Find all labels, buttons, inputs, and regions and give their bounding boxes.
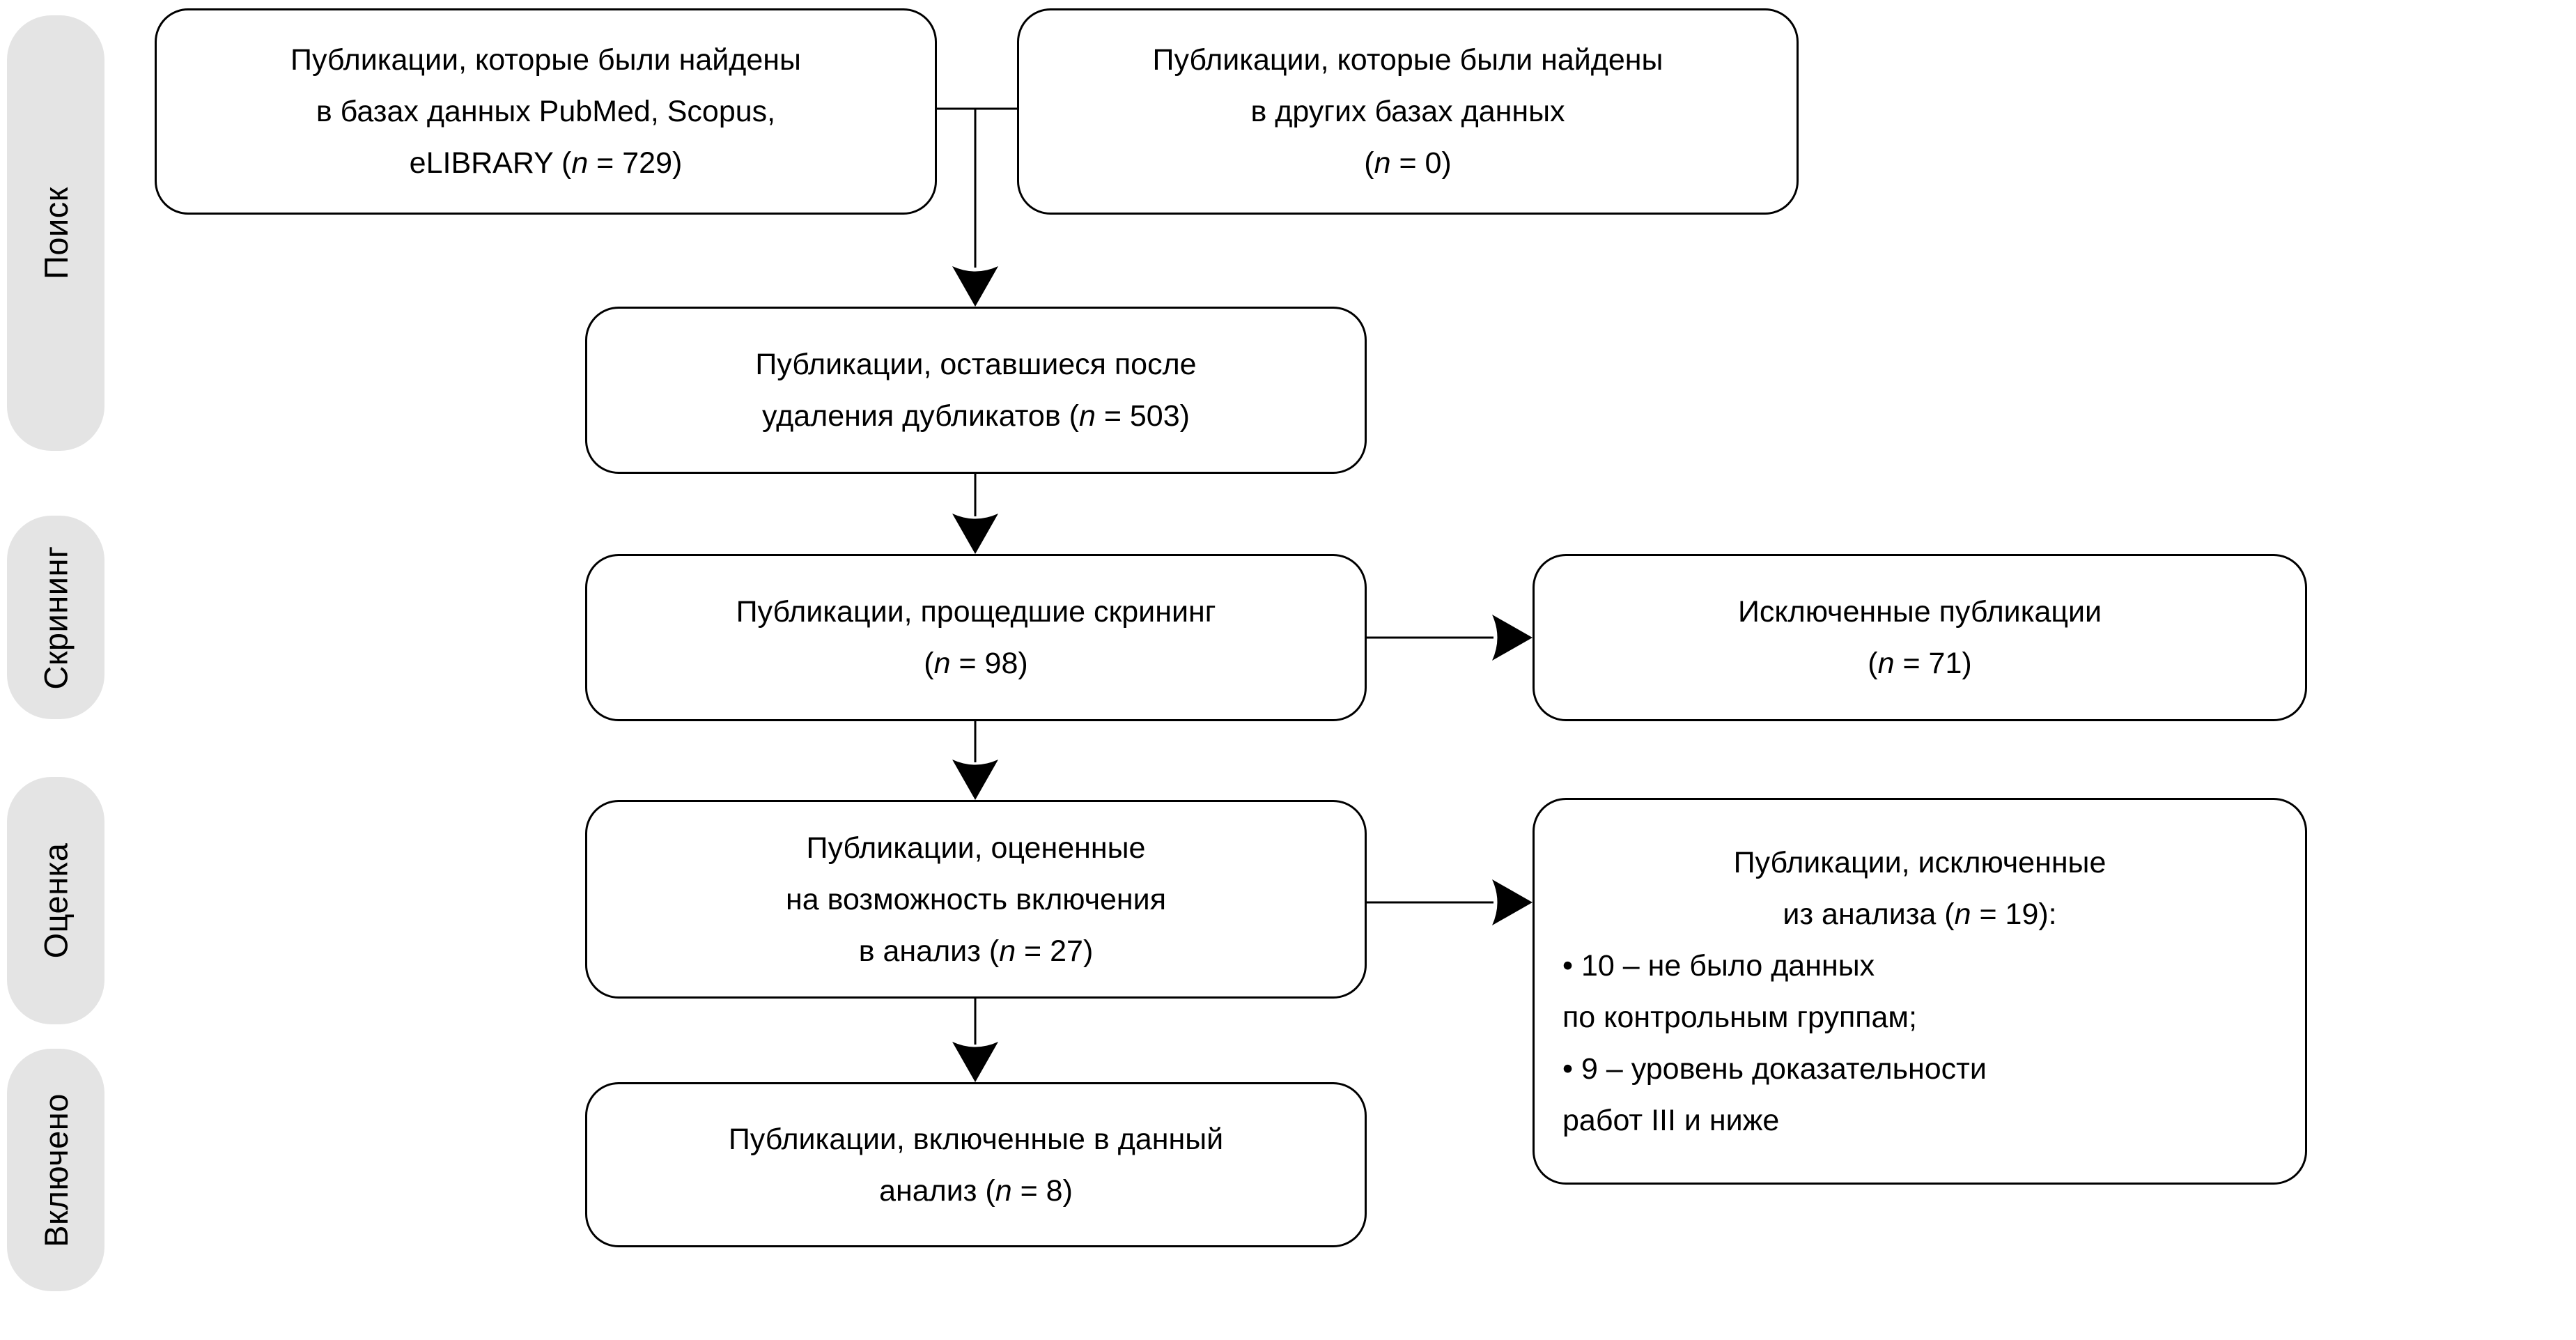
box-records-screened: Публикации, прощедшие скрининг(n = 98) (585, 554, 1367, 721)
arrow-duplicates-to-screening (952, 474, 998, 554)
arrow-assessment-to-excluded-analysis (1367, 879, 1533, 925)
stage-pill-screening-label: Скрининг (37, 545, 75, 690)
stage-pill-search: Поиск (7, 15, 104, 451)
box-records-screened-text: Публикации, прощедшие скрининг(n = 98) (736, 595, 1216, 680)
arrow-assessment-to-included (952, 999, 998, 1082)
box-records-excluded-text: Исключенные публикации(n = 71) (1737, 595, 2102, 680)
stage-pill-included: Включено (7, 1049, 104, 1291)
stage-pill-included-label: Включено (37, 1093, 75, 1247)
stage-pill-screening: Скрининг (7, 516, 104, 719)
stage-pill-assessment: Оценка (7, 777, 104, 1024)
arrow-screening-to-excluded (1367, 615, 1533, 661)
arrow-screening-to-assessment (952, 721, 998, 800)
arrow-to-after-duplicates (952, 266, 998, 307)
stage-pill-search-label: Поиск (37, 187, 75, 279)
box-records-excluded: Исключенные публикации(n = 71) (1533, 554, 2307, 721)
stage-pill-assessment-label: Оценка (37, 842, 75, 959)
merge-connector (937, 107, 1017, 268)
